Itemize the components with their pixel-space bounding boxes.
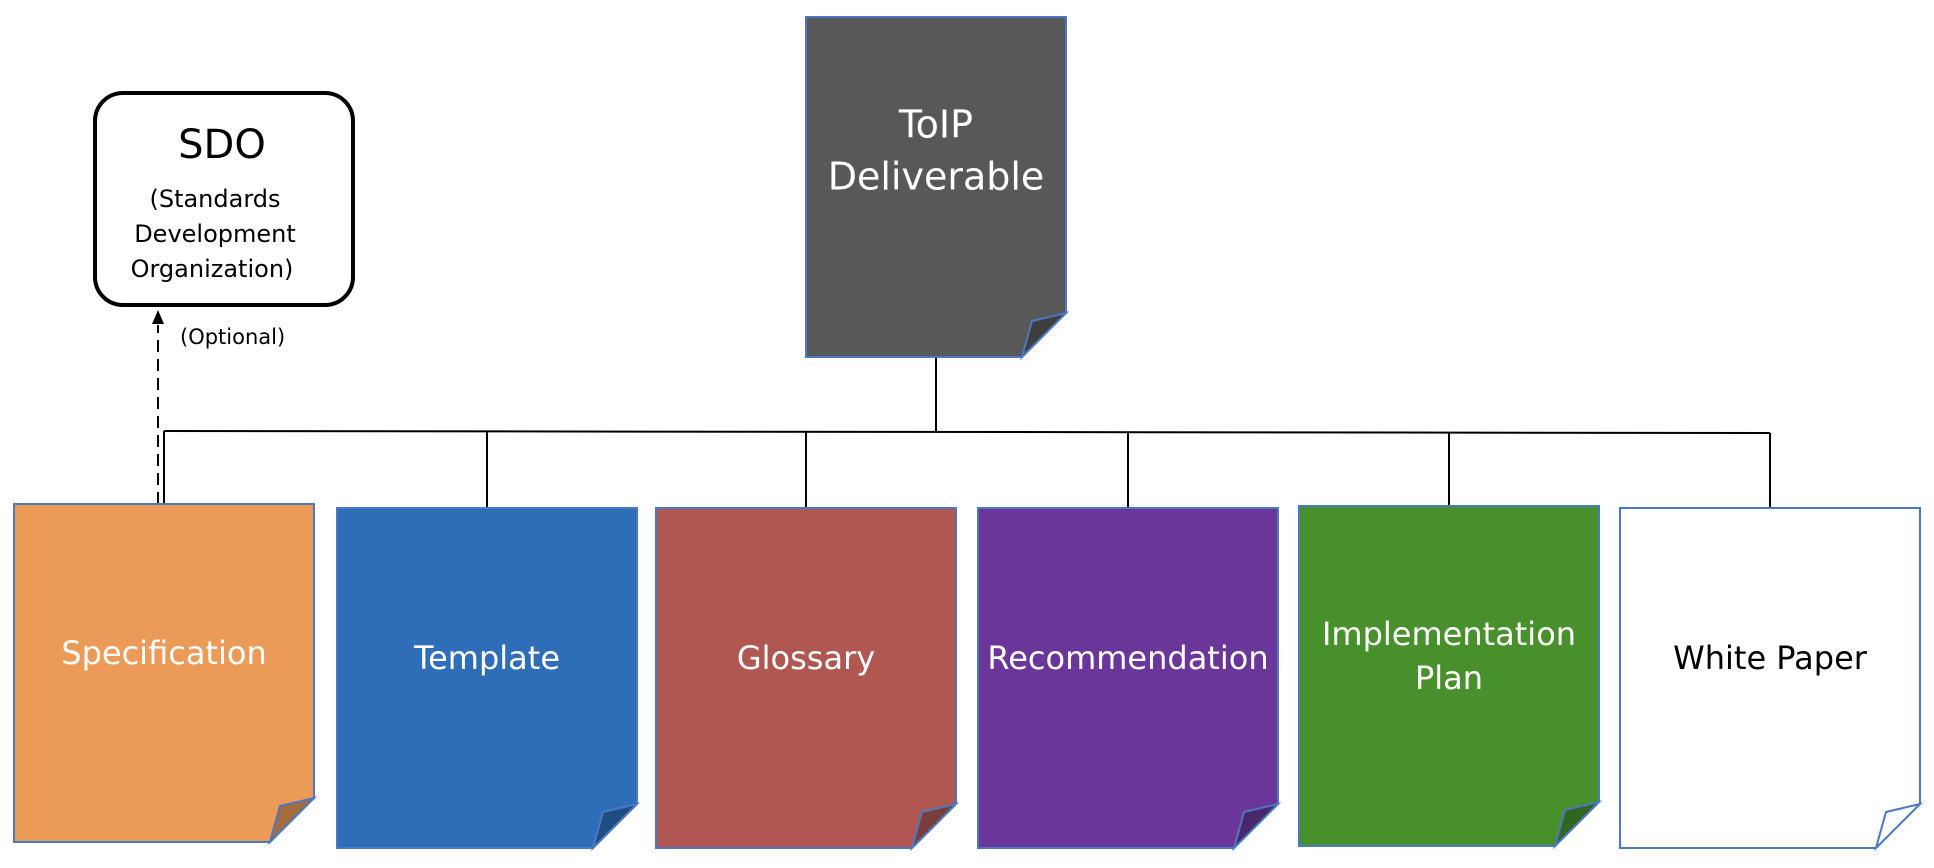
root-deliverable-label: ToIP — [898, 103, 973, 147]
doc-glossary-label: Glossary — [737, 639, 875, 677]
doc-implementation-plan-label: Implementation — [1322, 615, 1576, 653]
doc-white-paper-fold-corner — [1874, 802, 1924, 852]
doc-template-fold-corner — [591, 802, 641, 852]
doc-template-label: Template — [413, 639, 560, 677]
horizontal-bus — [163, 430, 1771, 434]
optional-label: (Optional) — [180, 325, 285, 349]
doc-recommendation-label: Recommendation — [987, 639, 1268, 677]
connector-lines — [163, 357, 1771, 508]
arrowhead-icon — [152, 310, 164, 324]
doc-specification-body — [13, 503, 315, 843]
doc-glossary-fold-corner — [910, 802, 960, 852]
doc-recommendation: Recommendation — [977, 507, 1282, 852]
doc-template: Template — [336, 507, 641, 852]
doc-recommendation-fold-corner — [1232, 802, 1282, 852]
root-deliverable-label: Deliverable — [828, 155, 1045, 199]
root-deliverable-fold-corner — [1020, 311, 1070, 361]
doc-glossary: Glossary — [655, 507, 960, 852]
doc-specification-fold-corner — [268, 796, 318, 846]
optional-arrow: (Optional) — [152, 310, 285, 504]
doc-white-paper-body — [1619, 507, 1921, 849]
doc-implementation-plan-fold-corner — [1553, 800, 1603, 850]
sdo-subtitle-line: Development — [134, 220, 296, 248]
doc-specification-label: Specification — [61, 634, 266, 672]
sdo-box: SDO (Standards Development Organization) — [93, 91, 355, 307]
root-deliverable: ToIP Deliverable — [805, 16, 1070, 361]
doc-glossary-body — [655, 507, 957, 849]
doc-recommendation-body — [977, 507, 1279, 849]
doc-white-paper-label: White Paper — [1673, 639, 1868, 677]
doc-implementation-plan-label: Plan — [1415, 659, 1483, 697]
sdo-subtitle-line: (Standards — [149, 185, 280, 213]
sdo-subtitle-line: Organization) — [131, 255, 294, 283]
doc-white-paper: White Paper — [1619, 507, 1924, 852]
sdo-box-border — [93, 91, 355, 307]
doc-specification: Specification — [13, 503, 318, 846]
sdo-title: SDO — [178, 122, 266, 168]
doc-template-body — [336, 507, 638, 849]
